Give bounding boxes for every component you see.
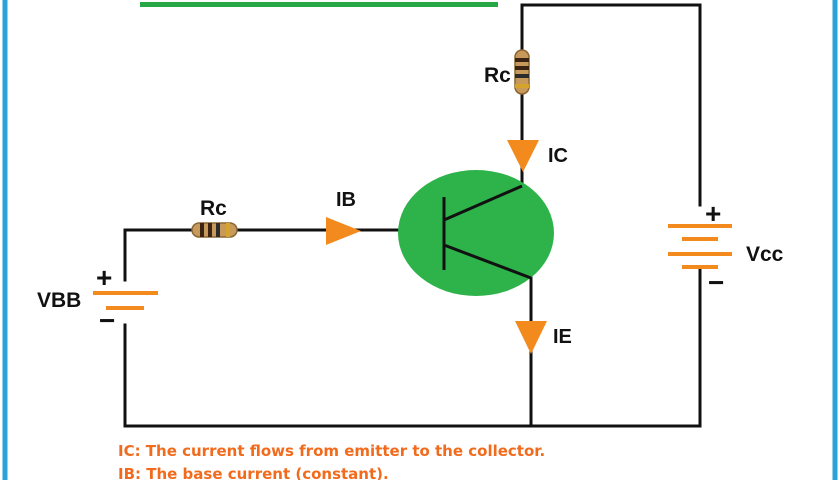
transistor [398,170,554,296]
arrow-ib-icon [326,217,361,245]
battery-vbb [93,291,158,310]
transistor-collector-lead [443,184,523,222]
note-ic: IC: The current flows from emitter to th… [118,442,545,460]
label-ie: IE [553,326,572,348]
wire-right [123,268,702,428]
arrow-ie-icon [515,321,547,354]
vcc-minus-sign: − [708,267,724,298]
label-rc-left: Rc [200,197,227,220]
label-vcc: Vcc [746,243,784,266]
label-vbb: VBB [37,289,81,312]
vbb-plus-sign: + [96,262,112,293]
wire-top [520,3,702,207]
label-ic: IC [548,145,568,167]
battery-vcc [668,224,732,269]
label-rc-top: Rc [484,64,511,87]
vcc-plus-sign: + [705,198,721,229]
transistor-body [398,170,554,296]
title-bar [140,2,498,7]
transistor-emitter-lead [443,243,532,280]
resistor-rc-top [514,49,530,95]
wire-left-top [123,228,195,282]
vbb-minus-sign: − [99,305,115,336]
note-ib: IB: The base current (constant). [118,465,389,480]
label-ib: IB [336,189,356,211]
arrow-ic-icon [507,140,539,172]
resistor-rc-left [191,222,238,238]
